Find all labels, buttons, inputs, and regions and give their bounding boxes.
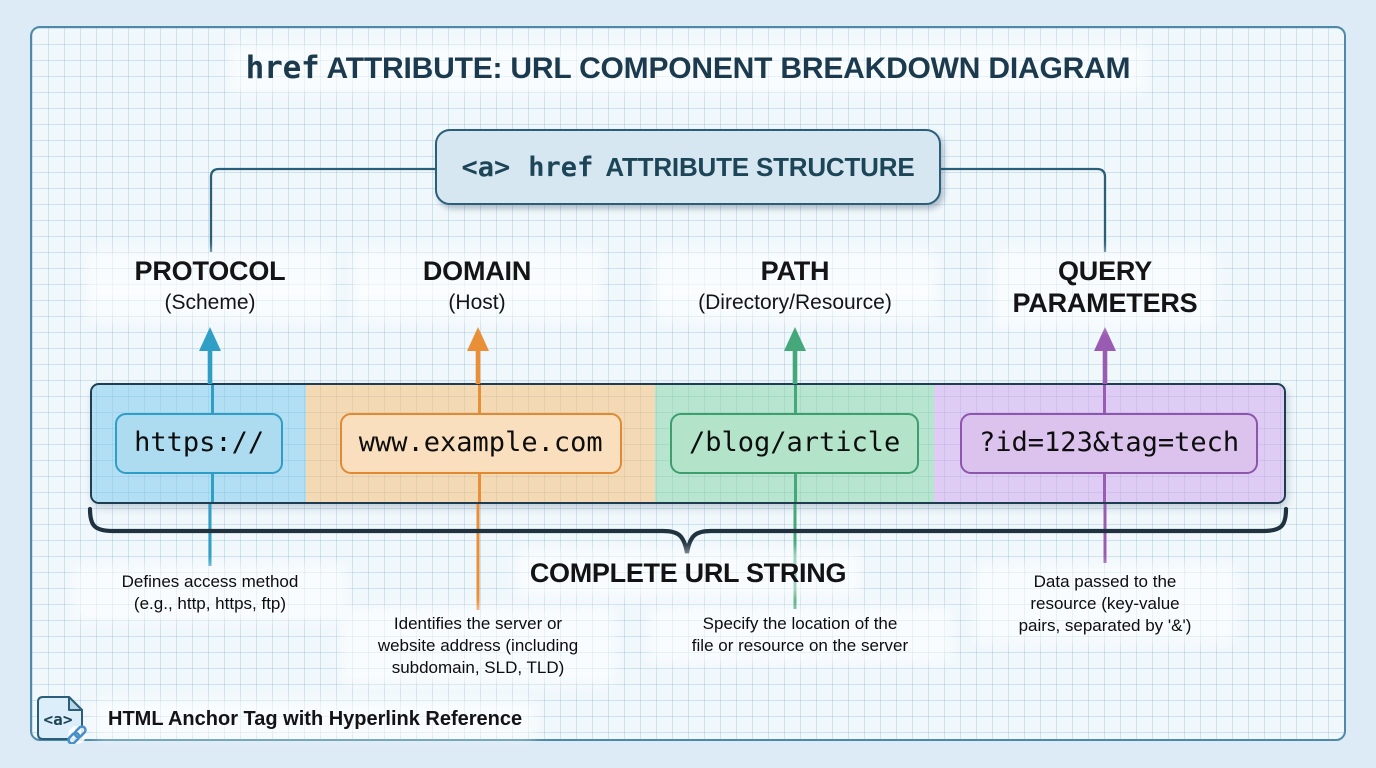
path-name: PATH: [660, 256, 930, 288]
path-value: /blog/article: [669, 413, 920, 474]
domain-header: DOMAIN (Host): [359, 256, 595, 315]
path-header: PATH (Directory/Resource): [660, 256, 930, 315]
domain-name: DOMAIN: [359, 256, 595, 288]
structure-label: ATTRIBUTE STRUCTURE: [605, 151, 915, 182]
query-value: ?id=123&tag=tech: [960, 413, 1259, 474]
domain-subtitle: (Host): [359, 290, 595, 315]
domain-value: www.example.com: [339, 413, 622, 474]
protocol-value: https://: [115, 413, 284, 474]
protocol-subtitle: (Scheme): [92, 290, 328, 315]
query-description: Data passed to the resource (key-value p…: [980, 571, 1230, 637]
query-name: QUERY PARAMETERS: [1000, 256, 1210, 320]
title-code: href: [245, 50, 320, 86]
domain-description: Identifies the server or website address…: [348, 613, 608, 679]
footer: <a> HTML Anchor Tag with Hyperlink Refer…: [34, 694, 531, 744]
chain-link-icon: [67, 725, 87, 744]
footer-label: HTML Anchor Tag with Hyperlink Reference: [100, 705, 531, 733]
path-subtitle: (Directory/Resource): [660, 290, 930, 315]
query-segment: ?id=123&tag=tech: [934, 385, 1284, 502]
anchor-tag-code: <a>: [461, 151, 511, 183]
icon-anchor-tag-text: <a>: [44, 710, 73, 729]
page-title: href ATTRIBUTE: URL COMPONENT BREAKDOWN …: [0, 50, 1376, 87]
domain-segment: www.example.com: [306, 385, 656, 502]
anchor-document-icon: <a>: [37, 696, 87, 744]
protocol-description: Defines access method (e.g., http, https…: [80, 571, 340, 615]
protocol-segment: https://: [92, 385, 307, 502]
protocol-name: PROTOCOL: [92, 256, 328, 288]
href-code: href: [528, 151, 594, 183]
protocol-header: PROTOCOL (Scheme): [92, 256, 328, 315]
url-string-bar: https:// www.example.com /blog/article ?…: [90, 383, 1286, 504]
href-structure-box: <a> href ATTRIBUTE STRUCTURE: [435, 129, 941, 205]
title-text: ATTRIBUTE: URL COMPONENT BREAKDOWN DIAGR…: [326, 52, 1131, 85]
complete-url-label: COMPLETE URL STRING: [488, 556, 888, 590]
path-description: Specify the location of the file or reso…: [655, 613, 945, 657]
query-header: QUERY PARAMETERS: [1000, 256, 1210, 320]
path-segment: /blog/article: [655, 385, 935, 502]
